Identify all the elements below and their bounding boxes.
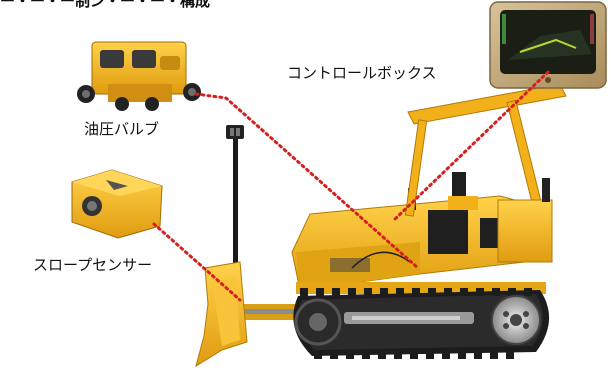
gps-mast-icon [226,125,244,289]
slope-sensor-label: スロープセンサー [33,256,153,274]
connector-control-box [392,70,550,222]
hydraulic-valve-icon [77,41,201,111]
connector-hydraulic-valve [194,92,420,270]
control-box-icon [489,1,607,89]
slope-sensor-icon [71,169,163,239]
hydraulic-valve-label: 油圧バルブ [84,120,160,138]
diagram-heading: ー・ー・ー制ン・ー・ー・構成 [0,0,210,8]
connector-slope-sensor [152,222,242,302]
bulldozer-icon [195,83,567,368]
control-box-label: コントロールボックス [287,64,437,82]
connector-lines [152,70,550,302]
